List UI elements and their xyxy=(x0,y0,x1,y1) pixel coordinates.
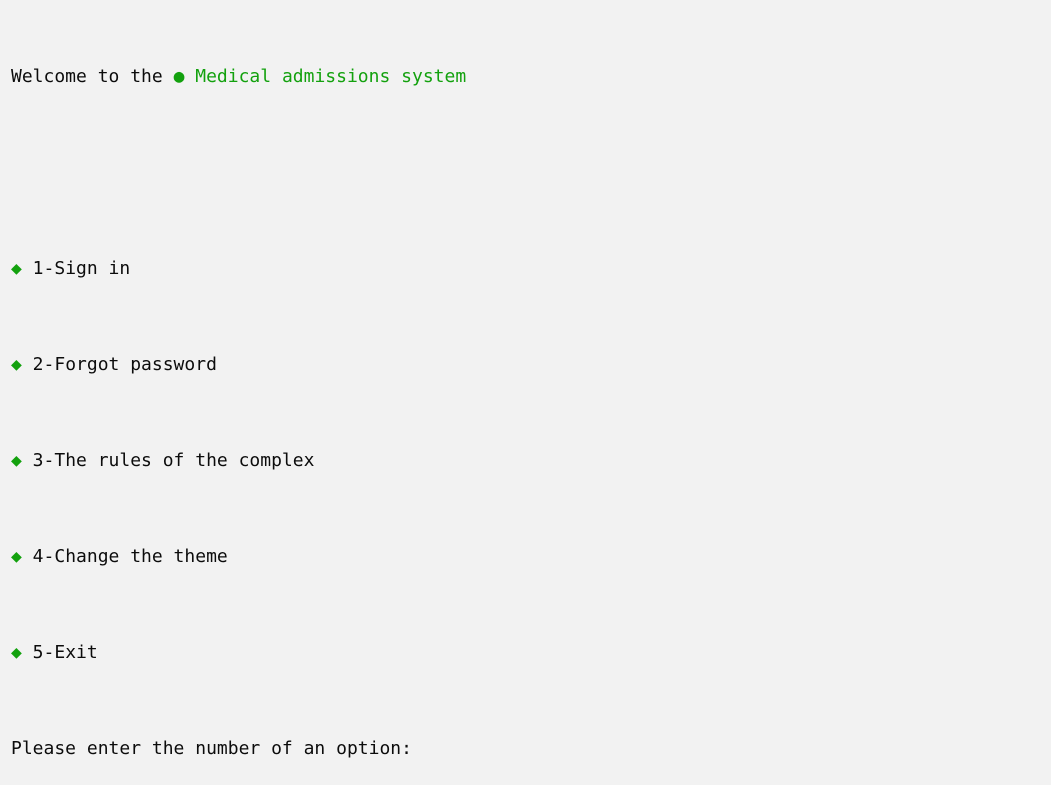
console-output: Welcome to the ● Medical admissions syst… xyxy=(11,17,1041,785)
diamond-bullet-icon: ◆ xyxy=(11,546,22,567)
welcome-prefix: Welcome to the xyxy=(11,66,174,87)
system-name: Medical admissions system xyxy=(184,66,467,87)
diamond-bullet-icon: ◆ xyxy=(11,642,22,663)
menu-item-sign-in: ◆ 1-Sign in xyxy=(11,257,1041,281)
menu-item-rules: ◆ 3-The rules of the complex xyxy=(11,449,1041,473)
menu-item-label: 1-Sign in xyxy=(21,258,131,279)
menu-item-label: 4-Change the theme xyxy=(21,546,228,567)
menu-item-label: 5-Exit xyxy=(21,642,98,663)
input-prompt: Please enter the number of an option: xyxy=(11,738,423,759)
diamond-bullet-icon: ◆ xyxy=(11,354,22,375)
menu-item-change-theme: ◆ 4-Change the theme xyxy=(11,545,1041,569)
welcome-line: Welcome to the ● Medical admissions syst… xyxy=(11,65,1041,89)
status-dot-icon: ● xyxy=(173,66,185,87)
menu-item-label: 3-The rules of the complex xyxy=(21,450,315,471)
menu-item-label: 2-Forgot password xyxy=(21,354,217,375)
menu-item-forgot-password: ◆ 2-Forgot password xyxy=(11,353,1041,377)
blank-line xyxy=(11,161,1041,185)
menu-item-exit: ◆ 5-Exit xyxy=(11,641,1041,665)
diamond-bullet-icon: ◆ xyxy=(11,258,22,279)
diamond-bullet-icon: ◆ xyxy=(11,450,22,471)
input-prompt-line[interactable]: Please enter the number of an option: xyxy=(11,737,1041,761)
